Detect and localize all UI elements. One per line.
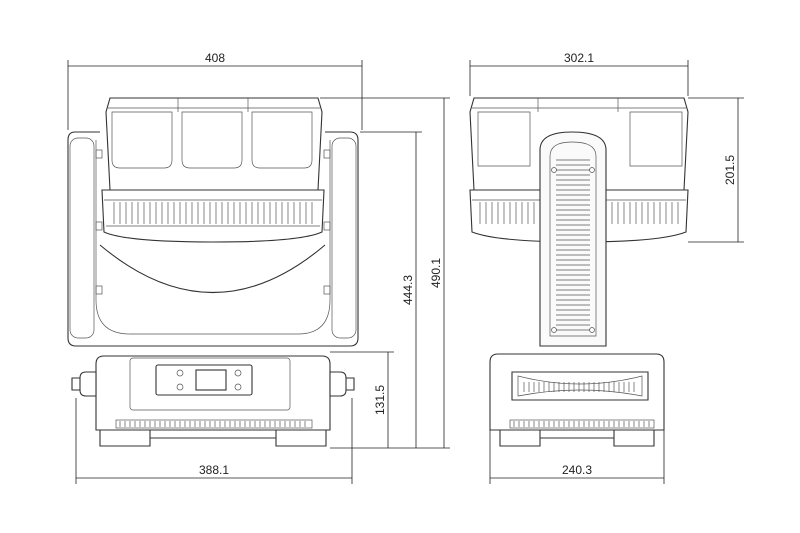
front-yoke	[67, 131, 359, 347]
side-base-width-label: 240.3	[562, 463, 592, 477]
side-top-width-label: 302.1	[564, 51, 594, 65]
front-top-width-label: 408	[205, 51, 225, 65]
control-button-1	[176, 369, 184, 377]
control-button-3	[234, 369, 242, 377]
lcd-screen	[195, 369, 227, 391]
display-panel	[155, 364, 253, 396]
front-arm-height-label: 444.3	[401, 275, 415, 305]
side-base	[489, 353, 665, 447]
front-bottom-width-label: 388.1	[199, 463, 229, 477]
front-head	[101, 97, 325, 243]
side-arm	[539, 131, 607, 347]
control-button-4	[234, 383, 242, 391]
front-height-label: 490.1	[429, 258, 443, 288]
front-view	[67, 97, 359, 447]
front-base	[71, 355, 355, 447]
side-view	[469, 97, 689, 447]
side-head-height-label: 201.5	[723, 155, 737, 185]
control-button-2	[176, 383, 184, 391]
dimension-lines	[67, 60, 744, 484]
front-base-height-label: 131.5	[373, 385, 387, 415]
